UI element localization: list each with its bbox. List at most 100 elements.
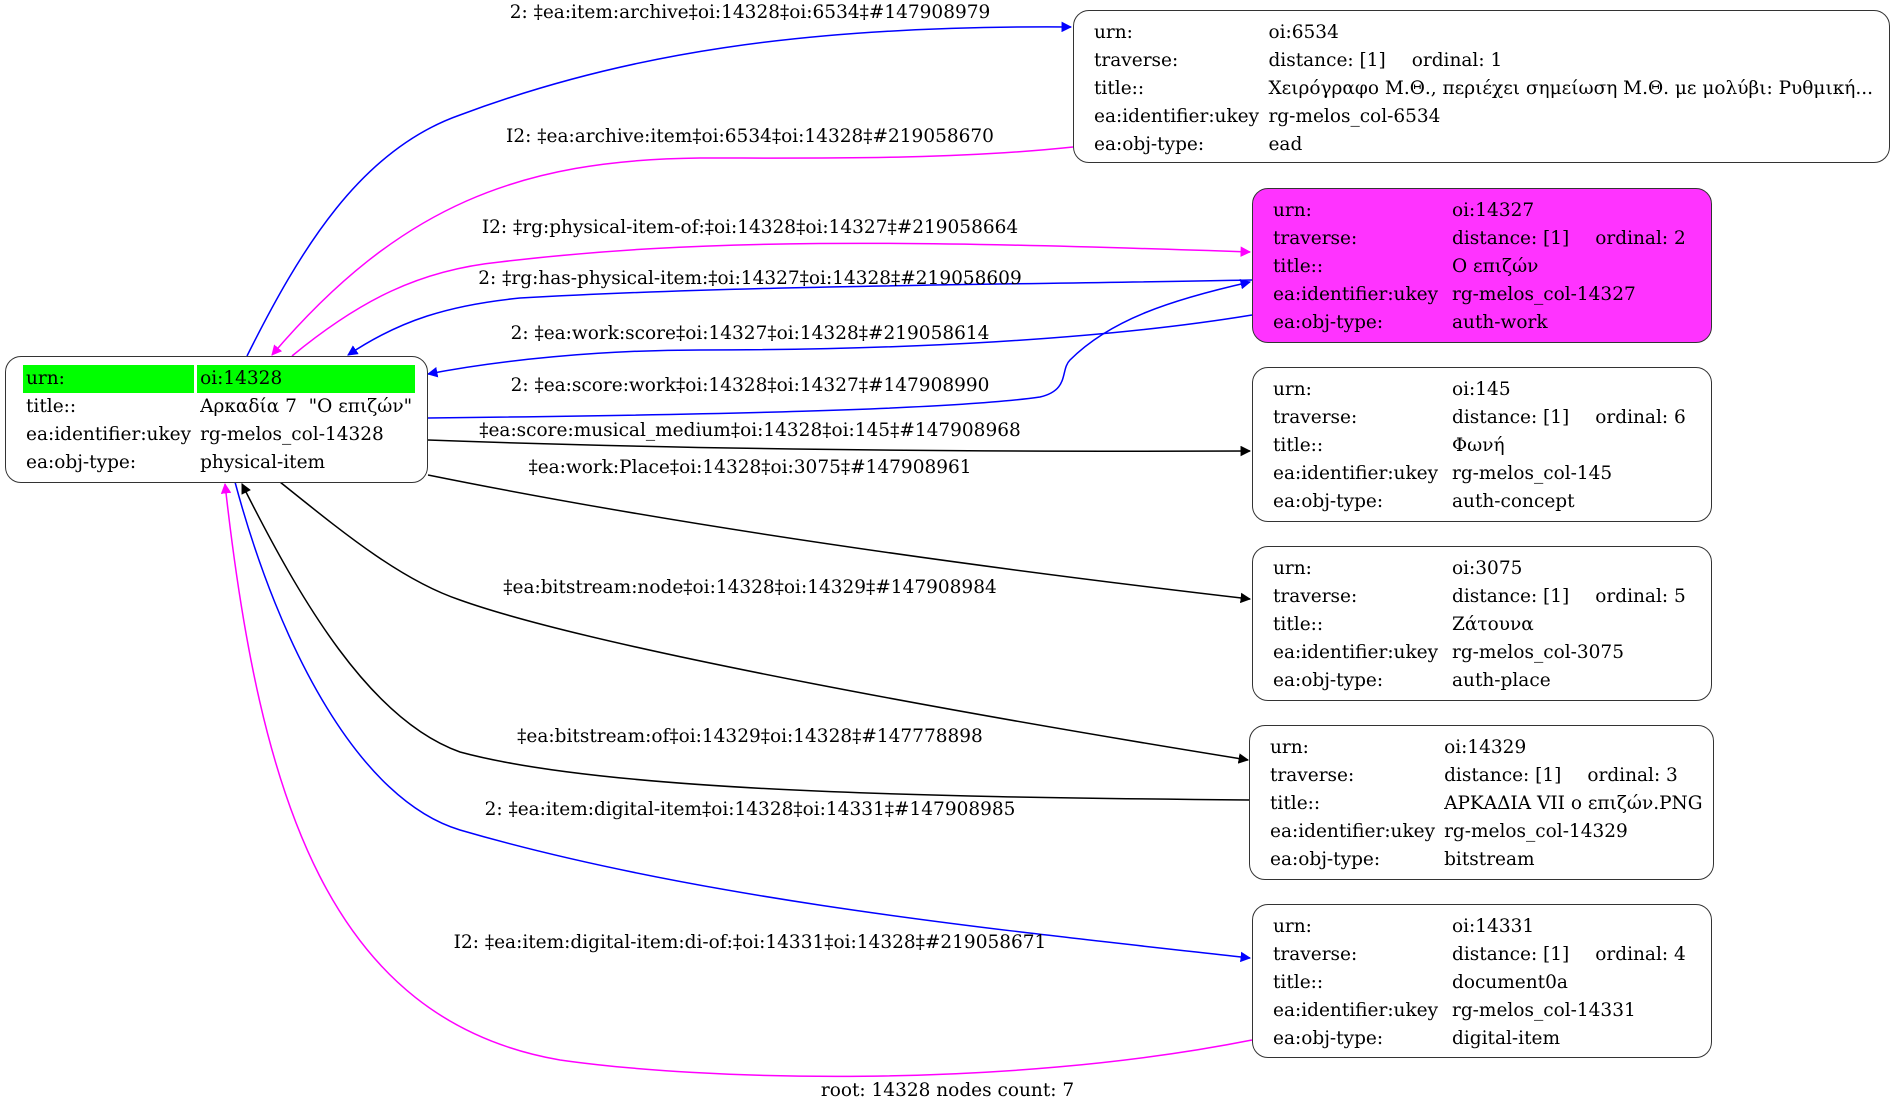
node-row-traverse: traverse: distance: [1]ordinal: 2 — [1270, 225, 1689, 253]
node-row-obj-type: ea:obj-type:ead — [1091, 131, 1876, 159]
root-node-table: urn: oi:14328 title:: Αρκαδία 7 "Ο επιζώ… — [20, 365, 418, 477]
graph-node[interactable]: urn: oi:6534 traverse: distance: [1]ordinal… — [1073, 10, 1890, 163]
row-key: urn: — [1273, 558, 1312, 579]
row-value: Ο επιζών — [1452, 256, 1539, 277]
traverse-distance: distance: [1] — [1452, 944, 1570, 965]
traverse-ordinal: ordinal: 6 — [1595, 407, 1686, 428]
row-value: rg-melos_col-6534 — [1268, 106, 1441, 127]
row-key: ea:identifier:ukey — [1273, 1000, 1439, 1021]
graph-footer: root: 14328 nodes count: 7 — [820, 1080, 1075, 1101]
row-key: urn: — [1273, 200, 1312, 221]
row-key: ea:identifier:ukey — [1273, 642, 1439, 663]
traverse-distance: distance: [1] — [1452, 407, 1570, 428]
node-row-urn: urn:oi:3075 — [1270, 555, 1689, 583]
row-key: traverse: — [1094, 50, 1179, 71]
row-value: Χειρόγραφο Μ.Θ., περιέχει σημείωση Μ.Θ. … — [1268, 78, 1873, 99]
row-key: urn: — [1273, 379, 1312, 400]
node-row-title: title::document0a — [1270, 969, 1689, 997]
row-key: traverse: — [1273, 586, 1358, 607]
traverse-distance: distance: [1] — [1444, 765, 1562, 786]
row-value: digital-item — [1452, 1028, 1560, 1049]
edge-1 — [271, 146, 1074, 356]
graph-node[interactable]: urn: oi:14327 traverse: distance: [1]ordina… — [1252, 188, 1712, 343]
edge-10 — [234, 481, 1252, 963]
row-key: traverse: — [1273, 407, 1358, 428]
row-key: ea:obj-type: — [1273, 312, 1384, 333]
row-key: urn: — [1270, 737, 1309, 758]
node-row-title: title::Φωνή — [1270, 432, 1689, 460]
row-key: title:: — [1273, 614, 1324, 635]
row-value: physical-item — [200, 452, 326, 473]
row-key: ea:identifier:ukey — [1273, 284, 1439, 305]
row-value: rg-melos_col-14328 — [200, 424, 384, 445]
row-value: rg-melos_col-3075 — [1452, 642, 1624, 663]
node-row-urn: urn: oi:14327 — [1270, 197, 1689, 225]
edge-label: I2: ‡ea:archive:item‡oi:6534‡oi:14328‡#2… — [506, 126, 994, 147]
row-value: rg-melos_col-145 — [1452, 463, 1613, 484]
node-table: urn:oi:145 traverse: distance: [1] ordinal:… — [1267, 376, 1692, 516]
edge-label: 2: ‡ea:score:work‡oi:14328‡oi:14327‡#147… — [510, 375, 990, 396]
edge-7 — [427, 474, 1252, 604]
edge-label: 2: ‡ea:item:digital-item‡oi:14328‡oi:143… — [484, 799, 1016, 820]
row-value: document0a — [1452, 972, 1568, 993]
traverse-ordinal: ordinal: 5 — [1595, 586, 1686, 607]
row-value: Φωνή — [1452, 435, 1505, 456]
row-key: ea:obj-type: — [1273, 670, 1384, 691]
node-row-urn: urn: oi:6534 — [1091, 19, 1876, 47]
row-key: traverse: — [1270, 765, 1355, 786]
node-row-title: title::ΑΡΚΑΔΙΑ VII ο επιζών.PNG — [1267, 790, 1706, 818]
node-row-title: title::Ζάτουνα — [1270, 611, 1689, 639]
node-row-urn: urn: oi:14328 — [23, 365, 416, 393]
node-row-traverse: traverse:distance: [1]ordinal: 4 — [1270, 941, 1689, 969]
row-key: ea:obj-type: — [1270, 849, 1381, 870]
node-row-traverse: traverse: distance: [1]ordinal: 3 — [1267, 762, 1706, 790]
row-key: traverse: — [1273, 944, 1358, 965]
row-key: urn: — [1094, 22, 1133, 43]
row-key: title:: — [1094, 78, 1145, 99]
row-key: ea:identifier:ukey — [26, 424, 192, 445]
node-row-urn: urn: oi:14331 — [1270, 913, 1689, 941]
edge-8 — [279, 481, 1250, 764]
row-key: traverse: — [1273, 228, 1358, 249]
edge-label: ‡ea:work:Place‡oi:14328‡oi:3075‡#1479089… — [528, 457, 972, 478]
root-node[interactable]: urn: oi:14328 title:: Αρκαδία 7 "Ο επιζώ… — [5, 356, 428, 483]
row-value: oi:14327 — [1452, 200, 1535, 221]
row-key: ea:identifier:ukey — [1270, 821, 1436, 842]
node-row-urn: urn:oi:145 — [1270, 376, 1689, 404]
row-value: distance: [1]ordinal: 2 — [1449, 225, 1689, 253]
graph-node[interactable]: urn:oi:145 traverse: distance: [1] ordinal:… — [1252, 367, 1712, 522]
row-value: distance: [1]ordinal: 3 — [1441, 762, 1705, 790]
row-key: urn: — [1273, 916, 1312, 937]
row-key: title:: — [26, 396, 77, 417]
traverse-distance: distance: [1] — [1452, 228, 1570, 249]
row-key: title:: — [1270, 793, 1321, 814]
row-value: oi:6534 — [1268, 22, 1339, 43]
row-value: Αρκαδία 7 "Ο επιζών" — [200, 396, 413, 417]
edge-label: ‡ea:bitstream:node‡oi:14328‡oi:14329‡#14… — [503, 577, 997, 598]
row-value: distance: [1] ordinal: 6 — [1449, 404, 1689, 432]
row-value: oi:14331 — [1452, 916, 1535, 937]
node-row-obj-type: ea:obj-type:auth-work — [1270, 309, 1689, 337]
node-row-title: title:: Αρκαδία 7 "Ο επιζών" — [23, 393, 415, 421]
row-value: rg-melos_col-14331 — [1452, 1000, 1636, 1021]
row-key: title:: — [1273, 972, 1324, 993]
row-value: oi:14328 — [197, 365, 416, 393]
edge-label: I2: ‡rg:physical-item-of:‡oi:14328‡oi:14… — [481, 217, 1019, 238]
edge-label: I2: ‡ea:item:digital-item:di-of:‡oi:1433… — [453, 932, 1047, 953]
node-row-obj-type: ea:obj-type:digital-item — [1270, 1025, 1689, 1053]
node-row-ukey: ea:identifier:ukey rg-melos_col-14331 — [1270, 997, 1689, 1025]
row-value: distance: [1]ordinal: 1 — [1265, 47, 1876, 75]
node-row-traverse: traverse:distance: [1]ordinal: 5 — [1270, 583, 1689, 611]
node-row-ukey: ea:identifier:ukey rg-melos_col-3075 — [1270, 639, 1689, 667]
edge-label: ‡ea:bitstream:of‡oi:14329‡oi:14328‡#1477… — [517, 726, 983, 747]
traverse-ordinal: ordinal: 1 — [1411, 50, 1503, 71]
